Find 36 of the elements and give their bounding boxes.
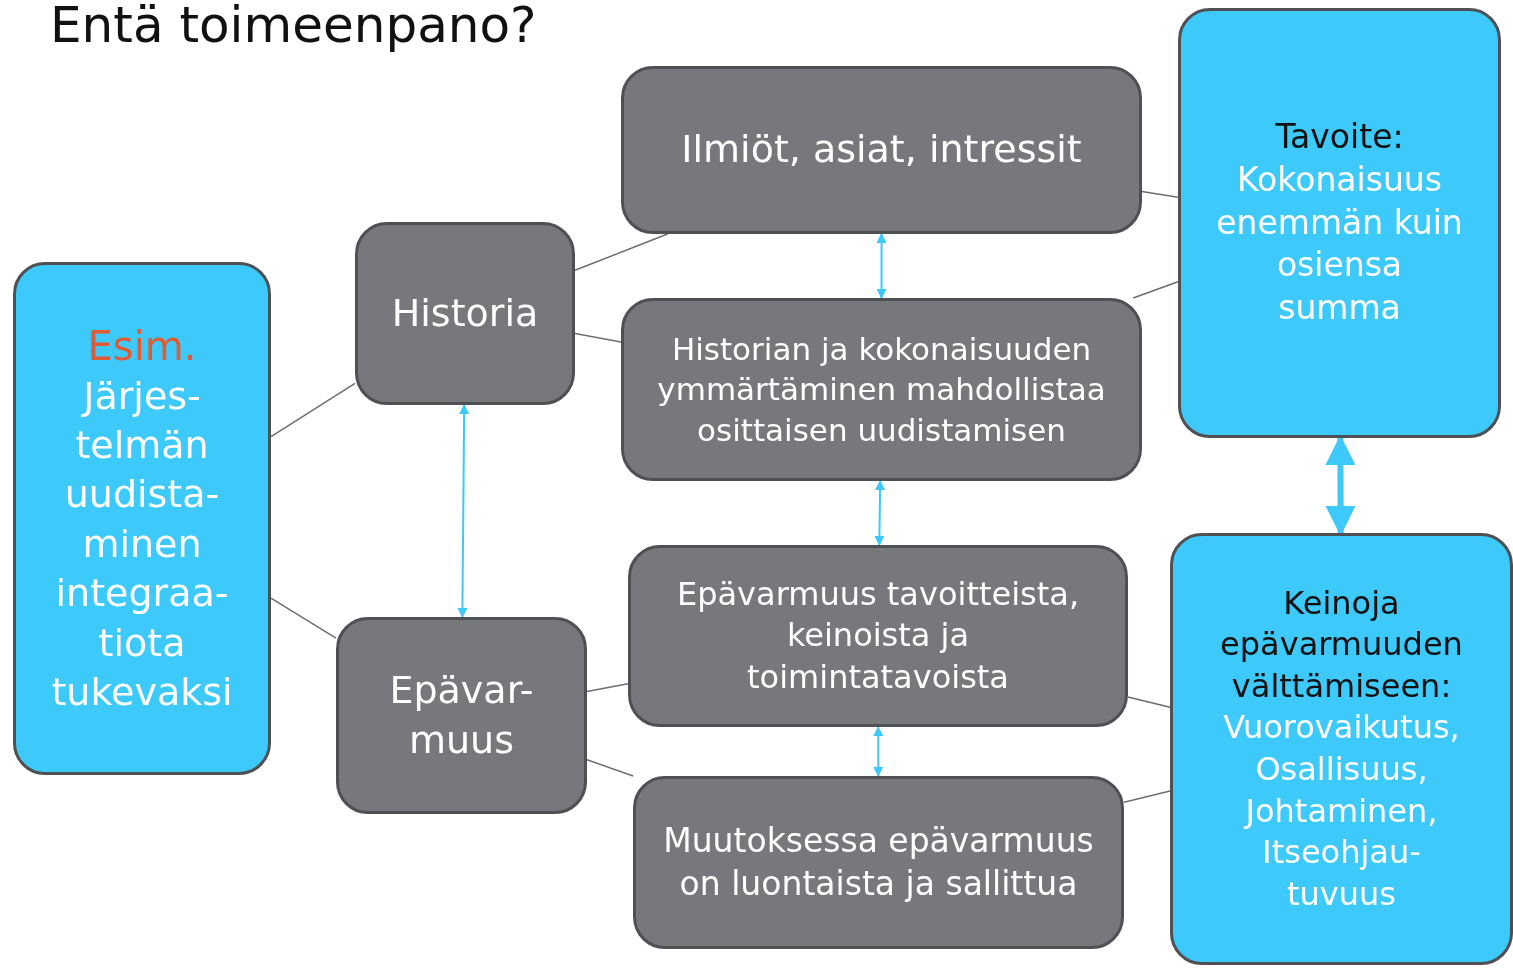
box-text: Kokonaisuus enemmän kuin osiensa summa — [1215, 158, 1464, 330]
box-text: Historia — [391, 289, 539, 337]
highlight-box — [13, 262, 271, 775]
box-text: Muutoksessa epävarmuus on luontaista ja sallittua — [662, 819, 1095, 905]
double-arrow — [457, 404, 470, 618]
double-arrow — [874, 480, 886, 546]
box-text: Epävarmuus tavoitteista, keinoista ja toimintatavoista — [675, 573, 1081, 698]
topic-box — [621, 66, 1142, 234]
topic-box — [355, 222, 575, 405]
connector-line — [1141, 190, 1179, 198]
connector-line — [574, 233, 669, 272]
box-text: Historian ja kokonaisuuden ymmärtäminen mahdollistaa osittaisen uudistamisen — [656, 330, 1107, 450]
double-arrow — [873, 726, 884, 777]
box-text: Vuorovaikutus, Osallisuus, Johtaminen, Itseohjau- tuvuus — [1222, 707, 1461, 915]
highlight-box — [1178, 8, 1501, 438]
connector-line — [1127, 696, 1171, 708]
connector-line — [586, 759, 634, 777]
connector-line — [270, 382, 356, 438]
box-heading: Esim. — [87, 321, 197, 371]
topic-box — [336, 617, 587, 814]
topic-box — [628, 545, 1128, 727]
box-heading: Keinoja epävarmuuden välttämiseen: — [1219, 582, 1464, 707]
connector-line — [1132, 280, 1179, 299]
box-text: Järjes- telmän uudista- minen integraa- tiota tukevaksi — [50, 372, 234, 716]
slide-title: Entä toimeenpano? — [50, 0, 537, 54]
connector-line — [1123, 790, 1171, 804]
box-text: Ilmiöt, asiat, intressit — [681, 126, 1082, 174]
topic-box — [633, 776, 1124, 949]
connector-line — [574, 332, 622, 343]
box-heading: Tavoite: — [1275, 115, 1404, 158]
highlight-box — [1170, 533, 1513, 965]
box-text: Epävar- muus — [388, 667, 535, 764]
topic-box — [621, 298, 1142, 481]
connector-line — [270, 597, 337, 639]
double-arrow — [876, 233, 887, 299]
connector-line — [586, 682, 629, 693]
